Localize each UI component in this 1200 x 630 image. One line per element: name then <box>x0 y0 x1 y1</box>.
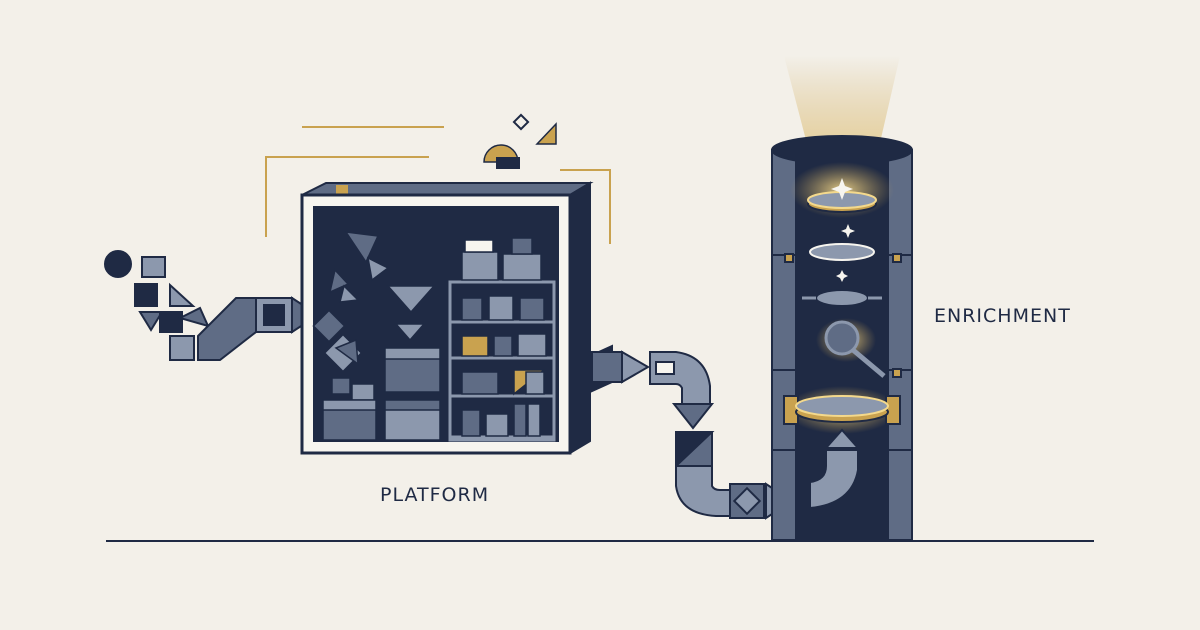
navy-square-shape <box>496 157 520 169</box>
outlet-pipe <box>589 344 794 520</box>
column-inner-pipe <box>809 428 861 510</box>
gold-diamond-shape <box>512 113 530 131</box>
gold-triangle-shape <box>535 122 557 145</box>
enrichment-label: ENRICHMENT <box>934 305 1071 327</box>
decorative-accents <box>265 126 611 244</box>
enrichment-lenses <box>783 162 901 434</box>
platform-label: PLATFORM <box>380 484 490 506</box>
sparkle-icons <box>831 178 855 282</box>
platform-contents <box>312 231 556 442</box>
input-shape-stream <box>104 250 210 361</box>
inlet-pipe <box>197 296 320 361</box>
